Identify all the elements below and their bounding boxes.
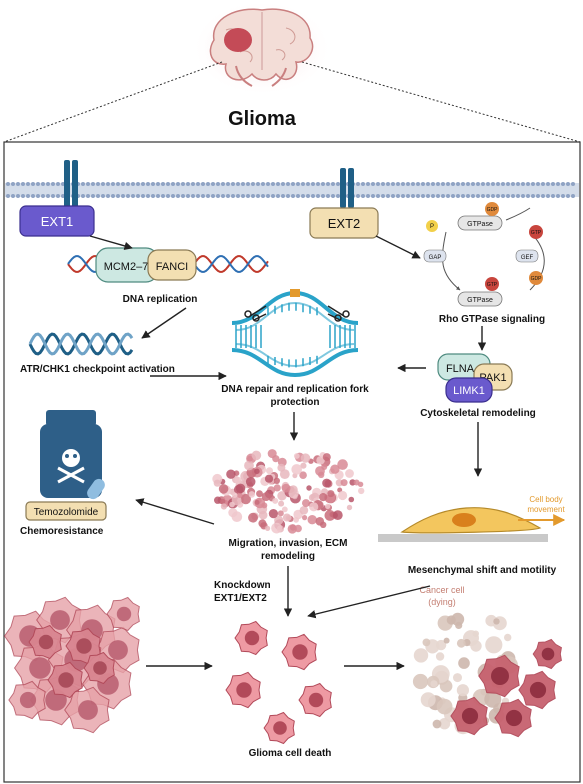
gap-label: GAP [429, 255, 442, 261]
migration-label-line1: Migration, invasion, ECM [229, 538, 348, 549]
temozolomide-label: Temozolomide [34, 507, 99, 518]
movement-label-line2: movement [527, 505, 565, 514]
checkpoint-label: ATR/CHK1 checkpoint activation [20, 364, 175, 375]
arrow-migration-to-chemoresistance [135, 498, 215, 525]
gtpase-bottom-label: GTPase [467, 297, 493, 304]
chemoresistance-label: Chemoresistance [20, 526, 104, 537]
cell-membrane [5, 182, 579, 198]
zoom-guide-lines [3, 61, 581, 143]
ext1-label: EXT1 [41, 214, 74, 229]
flna-label: FLNA [446, 363, 475, 375]
gdp-right-label: GDP [531, 276, 543, 282]
rho-gtpase-label: Rho GTPase signaling [439, 314, 545, 325]
dying-cell-label-line2: (dying) [428, 597, 456, 607]
isolated-glioma-cells [225, 620, 332, 745]
dna-replication-label: DNA replication [123, 294, 198, 305]
temozolomide-bottle-icon: Temozolomide [25, 410, 107, 521]
scissors-left-icon [244, 305, 267, 322]
gdp-top-label: GDP [487, 207, 499, 213]
brain-illustration [192, 0, 332, 96]
mesenchymal-label: Mesenchymal shift and motility [408, 565, 557, 576]
ext2-label: EXT2 [328, 216, 361, 231]
ext2-receptor [340, 168, 354, 208]
cell-death-label: Glioma cell death [249, 748, 332, 759]
dna-repair-label-line1: DNA repair and replication fork [221, 384, 369, 395]
scissors-right-icon [327, 305, 350, 322]
dying-cell-label-line1: Cancer cell [419, 585, 464, 595]
mcm-label: MCM2–7 [104, 261, 149, 273]
arrow-ext1-to-replication [89, 235, 133, 250]
fanci-label: FANCI [156, 261, 188, 273]
ext1-receptor [64, 160, 78, 208]
rho-gtpase-cycle: GTPase GTPase GAP GEF GDP GTP GDP GTP P [423, 202, 545, 307]
arrow-mesenchymal-to-death [307, 585, 431, 619]
ext2-box: EXT2 [309, 207, 379, 239]
gtpase-top-label: GTPase [467, 221, 493, 228]
migration-label-line2: remodeling [261, 551, 315, 562]
gef-label: GEF [521, 255, 534, 261]
fanci-protein: FANCI [147, 249, 197, 281]
dna-repair-label-line2: protection [271, 397, 320, 408]
arrow-ext2-to-rho [375, 235, 421, 259]
cytoskeleton-label: Cytoskeletal remodeling [420, 408, 536, 419]
gtp-right-label: GTP [531, 230, 542, 236]
cytoskeleton-complex: FLNA PAK1 LIMK1 [437, 353, 513, 403]
ext1-box: EXT1 [19, 205, 95, 237]
knockdown-label-line2: EXT1/EXT2 [214, 593, 267, 604]
checkpoint-dna-helix [28, 332, 134, 356]
limk1-label: LIMK1 [453, 385, 485, 397]
pathway-arrows [89, 235, 487, 671]
migration-cell-cluster [212, 449, 365, 534]
knockdown-label-line1: Knockdown [214, 580, 271, 591]
glioma-tumor-cluster [3, 596, 140, 734]
movement-label-line1: Cell body [529, 495, 562, 504]
arrow-replication-to-checkpoint [141, 307, 187, 339]
page-title: Glioma [228, 108, 297, 130]
gtp-bottom-label: GTP [487, 282, 498, 288]
dying-cancer-cells [412, 612, 562, 738]
mesenchymal-cell: Cell body movement [378, 495, 565, 542]
phosphate-label: P [430, 224, 434, 230]
